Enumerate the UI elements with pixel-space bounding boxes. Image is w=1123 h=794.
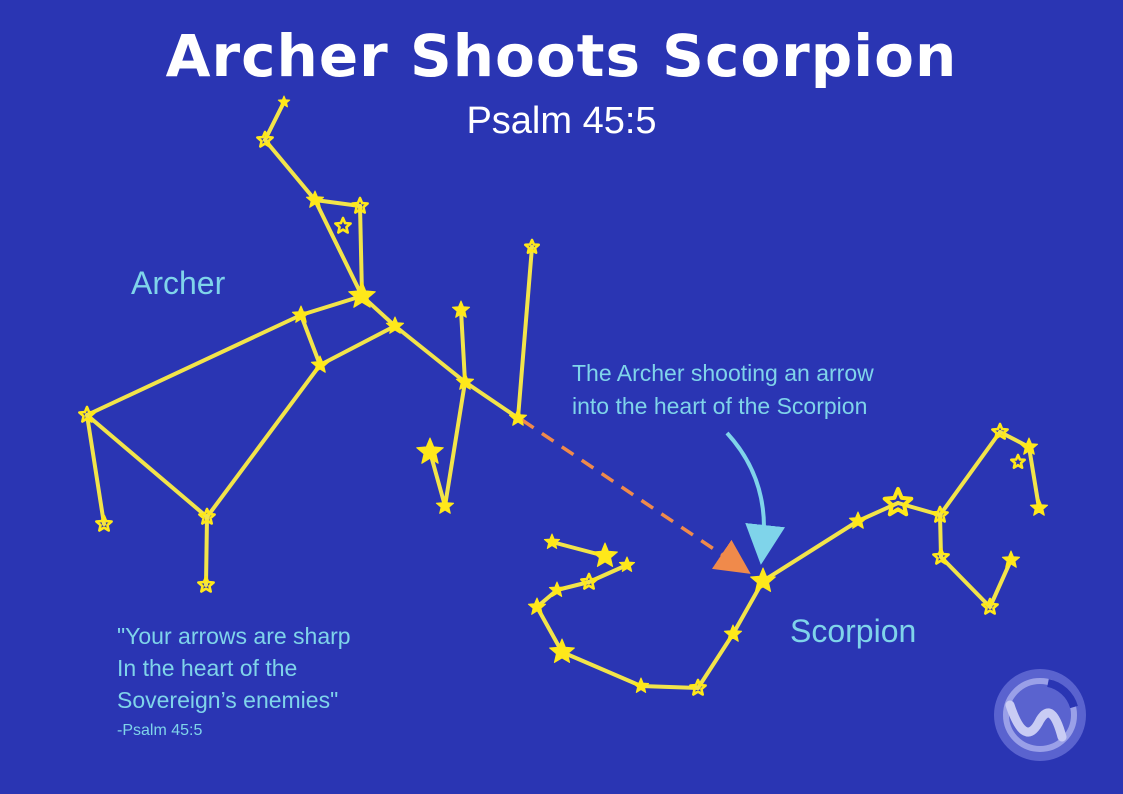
constellation-line [639,684,700,690]
constellation-line [85,413,209,519]
star-icon [198,507,216,525]
star-icon [548,581,566,597]
star-icon [932,547,950,565]
scorpion-label: Scorpion [790,613,917,649]
star-icon [991,422,1009,440]
star-icon [580,572,598,590]
star-icon [416,437,444,464]
constellation-line [535,605,564,654]
star-icon [931,505,949,523]
constellation-line [204,515,209,587]
constellation-line [358,204,364,298]
star-icon [310,355,330,373]
constellation-line [459,308,467,384]
star-icon [291,305,311,323]
scorpion-constellation-lines [535,430,1041,690]
star-icon [277,95,291,108]
star-icon [882,487,914,517]
circular-wave-logo-icon [994,669,1086,761]
constellation-line [761,519,860,583]
constellation-line [85,413,106,526]
arrow-trajectory-dashed [521,418,751,574]
star-icon [549,638,575,663]
archer-stars [78,95,540,593]
constellation-line [299,294,364,317]
constellation-line [299,313,322,367]
star-icon [723,624,743,642]
page-title: Archer Shoots Scorpion [165,22,958,90]
star-icon [524,238,540,254]
star-icon [451,300,471,318]
constellation-line [516,245,534,420]
star-icon [334,216,352,234]
star-icon [592,542,618,567]
constellation-line [938,430,1002,517]
constellation-line [205,363,322,519]
archer-label: Archer [131,265,226,301]
star-icon [508,408,528,426]
archer-constellation-lines [85,100,534,587]
constellation-line [1027,445,1041,510]
constellation-line [85,313,303,417]
constellation-line [939,555,992,609]
scripture-quote: "Your arrows are sharp In the heart of t… [117,623,351,713]
scorpion-stars [527,422,1049,696]
star-icon [305,190,325,208]
star-icon [848,511,868,529]
star-icon [197,575,215,593]
constellation-line [313,198,364,298]
constellation-line [443,380,467,508]
star-icon [632,677,650,693]
star-icon [750,567,776,592]
star-icon [618,556,636,572]
constellation-line [318,324,397,367]
star-icon [981,597,999,615]
star-icon [1010,453,1026,469]
constellation-line [393,324,467,384]
star-icon [95,514,113,532]
star-icon [348,281,376,308]
callout-arrow [725,431,786,565]
constellation-line [263,100,286,142]
star-icon [351,196,369,214]
star-icon [455,372,475,390]
star-icon [385,316,405,334]
constellation-line [696,632,735,690]
constellation-line [560,650,643,688]
star-icon [1029,498,1049,516]
constellation-line [988,558,1013,609]
constellation-line [463,380,520,420]
star-icon [256,130,274,148]
scripture-reference: -Psalm 45:5 [117,722,203,739]
constellation-line [428,450,447,508]
star-icon [1019,437,1039,455]
star-icon [527,597,547,615]
star-icon [543,533,561,549]
star-icon [689,678,707,696]
annotation-text: The Archer shooting an arrow into the he… [572,360,874,419]
constellation-line [263,138,317,202]
star-icon [1001,550,1021,568]
star-icon [78,405,96,423]
page-subtitle: Psalm 45:5 [466,100,657,142]
star-icon [435,496,455,514]
